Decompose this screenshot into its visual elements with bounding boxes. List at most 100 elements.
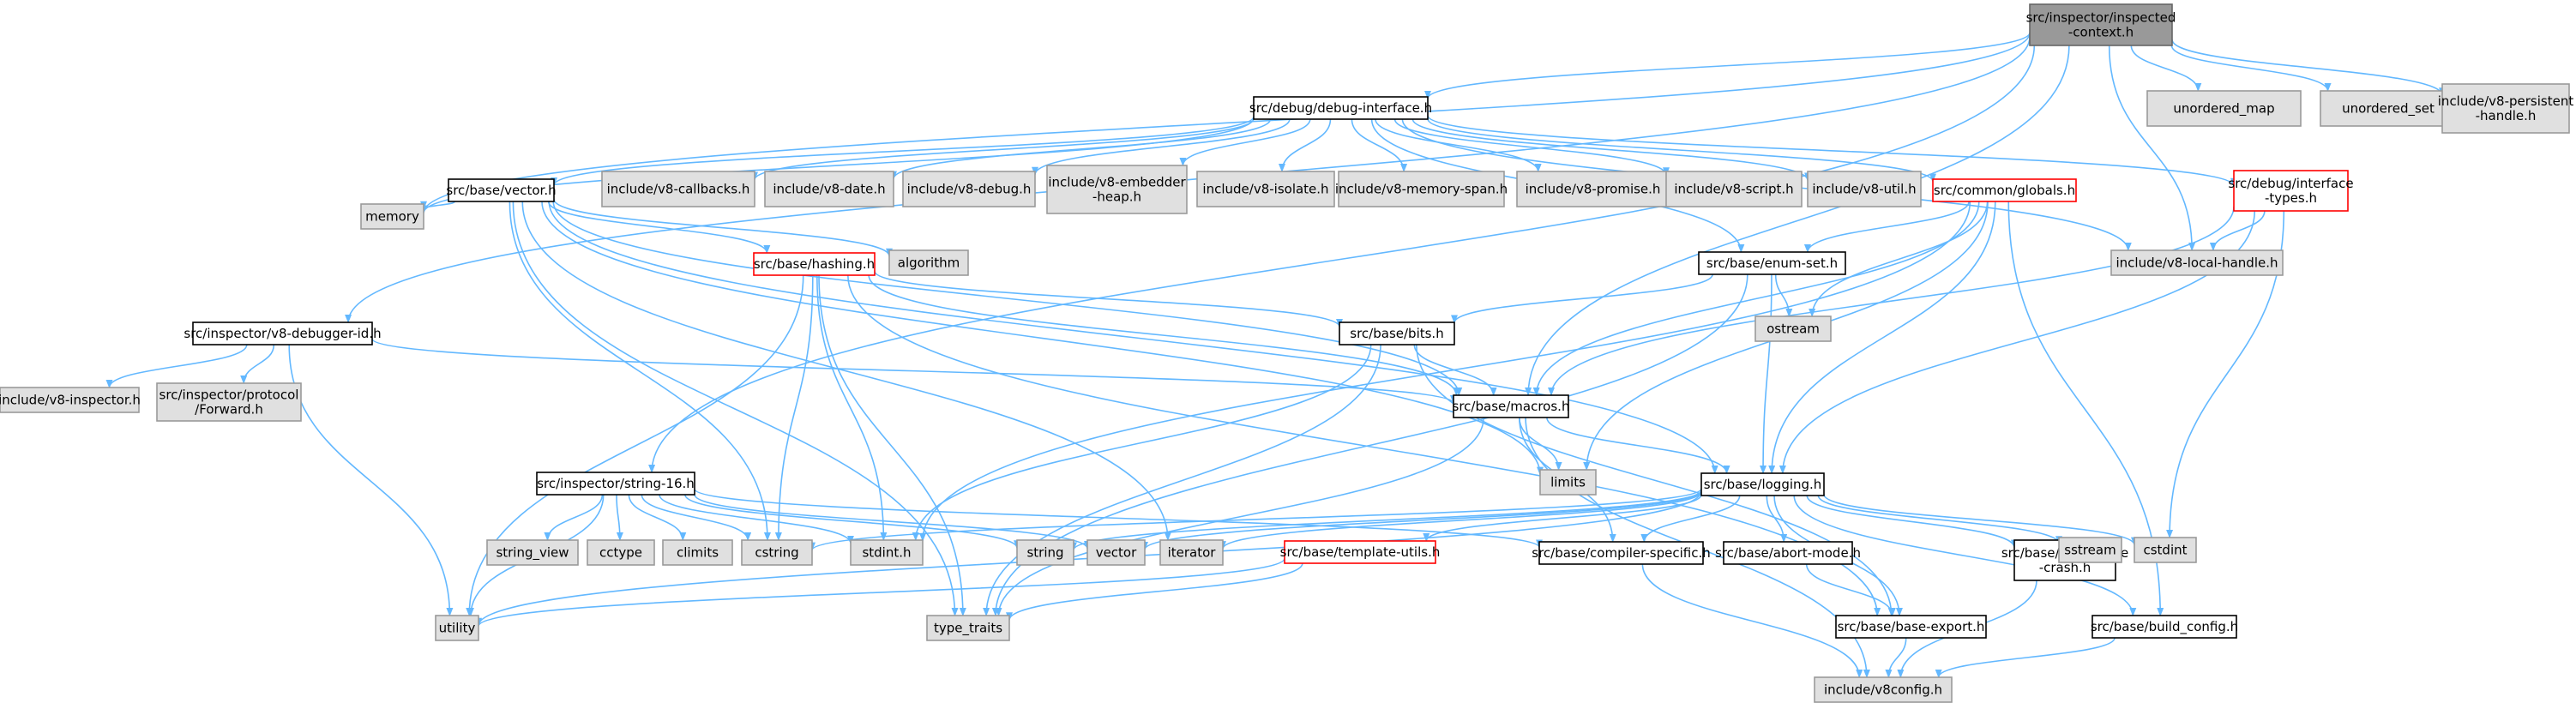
- edge-logging-to-compiler_specific: [1640, 495, 1741, 543]
- node-include-v8-memory-span-h[interactable]: include/v8-memory-span.h: [1335, 171, 1508, 207]
- node-label: include/v8-inspector.h: [0, 393, 141, 408]
- edge-string16-to-vector: [694, 494, 1091, 550]
- node-box: [1159, 539, 1224, 566]
- node-include-v8-date-h[interactable]: include/v8-date.h: [764, 171, 894, 207]
- node-src-inspector-protocol-forward-h[interactable]: src/inspector/protocol/Forward.h: [156, 382, 302, 422]
- node-sstream[interactable]: sstream: [2058, 537, 2122, 563]
- edge-logging-to-cstring: [809, 488, 1702, 551]
- node-cctype[interactable]: cctype: [587, 539, 655, 566]
- node-label: src/debug/debug-interface.h: [1249, 100, 1432, 116]
- node-box: [1723, 541, 1853, 565]
- node-label: -context.h: [2068, 25, 2134, 40]
- node-include-v8-script-h[interactable]: include/v8-script.h: [1665, 171, 1803, 207]
- edge-macros-to-logging: [1546, 417, 1730, 474]
- edge-root-to-debugger_id: [345, 37, 2031, 323]
- node-include-v8-debug-h[interactable]: include/v8-debug.h: [902, 171, 1036, 207]
- node-box: [1086, 539, 1146, 566]
- edge-enum_set-to-ostream: [1774, 273, 1793, 317]
- node-include-v8-local-handle-h[interactable]: include/v8-local-handle.h: [2110, 249, 2284, 276]
- node-src-base-build-config-h[interactable]: src/base/build_config.h: [2091, 615, 2238, 639]
- node-unordered-map[interactable]: unordered_map: [2146, 90, 2302, 127]
- node-label: ostream: [1766, 321, 1820, 337]
- node-algorithm[interactable]: algorithm: [888, 249, 969, 276]
- node-string-view[interactable]: string_view: [486, 539, 579, 566]
- node-utility[interactable]: utility: [435, 615, 479, 641]
- node-memory[interactable]: memory: [360, 203, 424, 230]
- node-include-v8-embedder-heap-h[interactable]: include/v8-embedder-heap.h: [1046, 165, 1188, 214]
- node-src-base-base-export-h[interactable]: src/base/base-export.h: [1835, 615, 1987, 639]
- node-box: [1338, 171, 1505, 207]
- edge-string16-to-stdint: [659, 494, 854, 544]
- edge-debug_interface-to-v8_memory_span: [1351, 118, 1408, 172]
- node-include-v8-isolate-h[interactable]: include/v8-isolate.h: [1196, 171, 1335, 207]
- node-ostream[interactable]: ostream: [1754, 315, 1832, 342]
- node-label: limits: [1550, 475, 1586, 490]
- node-include-v8config-h[interactable]: include/v8config.h: [1814, 676, 1953, 703]
- node-include-v8-persistent-handle-h[interactable]: include/v8-persistent-handle.h: [2438, 83, 2574, 134]
- node-src-base-template-utils-h[interactable]: src/base/template-utils.h: [1280, 540, 1441, 564]
- node-include-v8-callbacks-h[interactable]: include/v8-callbacks.h: [601, 171, 755, 207]
- node-cstdint[interactable]: cstdint: [2134, 537, 2197, 563]
- node-label: cctype: [599, 545, 642, 561]
- node-box: [360, 203, 424, 230]
- node-box: [192, 321, 373, 345]
- node-box: [2233, 170, 2349, 212]
- node-box: [1754, 315, 1832, 342]
- edge-hashing-to-bits: [874, 271, 1343, 328]
- node-cstring[interactable]: cstring: [741, 539, 813, 566]
- node-src-base-vector-h[interactable]: src/base/vector.h: [446, 178, 557, 202]
- node-src-base-abort-mode-h[interactable]: src/base/abort-mode.h: [1715, 541, 1861, 565]
- node-iterator[interactable]: iterator: [1159, 539, 1224, 566]
- node-label: unordered_set: [2342, 101, 2435, 117]
- node-type-traits[interactable]: type_traits: [926, 615, 1010, 641]
- node-climits[interactable]: climits: [662, 539, 733, 566]
- edge-logging-to-vector: [1141, 490, 1702, 550]
- node-include-v8-inspector-h[interactable]: include/v8-inspector.h: [0, 387, 141, 413]
- edge-hashing-to-type_traits: [818, 274, 966, 616]
- edge-interface_types-to-v8_local_handle: [2209, 210, 2266, 251]
- node-include-v8-promise-h[interactable]: include/v8-promise.h: [1516, 171, 1670, 207]
- node-src-base-compiler-specific-h[interactable]: src/base/compiler-specific.h: [1532, 541, 1711, 565]
- node-box: [1339, 321, 1455, 345]
- edge-template_utils-to-utility: [475, 558, 1285, 628]
- node-label: cstring: [755, 545, 798, 561]
- node-label: include/v8config.h: [1824, 682, 1942, 698]
- edge-vector_h-to-memory: [420, 201, 456, 210]
- edge-logging-to-string: [1070, 490, 1702, 551]
- node-label: include/v8-memory-span.h: [1335, 182, 1508, 197]
- node-box: [0, 387, 140, 413]
- node-stdint-h[interactable]: stdint.h: [850, 539, 924, 566]
- node-label: src/base/build_config.h: [2091, 619, 2238, 635]
- edge-globals-to-macros: [1532, 201, 1980, 396]
- node-unordered-set[interactable]: unordered_set: [2320, 90, 2457, 127]
- node-string[interactable]: string: [1016, 539, 1074, 566]
- node-src-common-globals-h[interactable]: src/common/globals.h: [1932, 178, 2077, 202]
- node-src-inspector-string-16-h[interactable]: src/inspector/string-16.h: [536, 472, 695, 496]
- node-src-inspector-inspected-context-h[interactable]: src/inspector/inspected-context.h: [2026, 3, 2176, 46]
- node-src-base-macros-h[interactable]: src/base/macros.h: [1453, 394, 1570, 418]
- edge-logging-to-abort_mode: [1766, 495, 1788, 543]
- node-label: include/v8-script.h: [1674, 182, 1793, 197]
- node-label: src/base/enum-set.h: [1706, 255, 1838, 271]
- node-box: [1538, 541, 1704, 565]
- node-include-v8-util-h[interactable]: include/v8-util.h: [1807, 171, 1922, 207]
- node-label: src/base/abort-mode.h: [1715, 545, 1861, 561]
- node-vector[interactable]: vector: [1086, 539, 1146, 566]
- node-src-base-hashing-h[interactable]: src/base/hashing.h: [753, 252, 876, 276]
- node-src-base-enum-set-h[interactable]: src/base/enum-set.h: [1698, 251, 1846, 275]
- node-src-base-logging-h[interactable]: src/base/logging.h: [1700, 472, 1825, 496]
- node-box: [764, 171, 894, 207]
- node-src-debug-interface-types-h[interactable]: src/debug/interface-types.h: [2228, 170, 2354, 212]
- edge-string16-to-climits: [628, 494, 687, 541]
- node-src-inspector-v8-debugger-id-h[interactable]: src/inspector/v8-debugger-id.h: [184, 321, 382, 345]
- node-src-debug-debug-interface-h[interactable]: src/debug/debug-interface.h: [1249, 96, 1432, 120]
- node-label: include/v8-embedder: [1048, 175, 1186, 190]
- node-label: -heap.h: [1092, 189, 1141, 205]
- edge-vector_h-to-cstring: [509, 201, 771, 541]
- edge-globals-to-ostream: [1809, 201, 1989, 317]
- node-src-base-bits-h[interactable]: src/base/bits.h: [1339, 321, 1455, 345]
- node-box: [156, 382, 302, 422]
- edge-debugger_id-to-macros: [371, 338, 1457, 405]
- edge-vector_h-to-type_traits: [512, 201, 959, 616]
- node-limits[interactable]: limits: [1539, 469, 1597, 496]
